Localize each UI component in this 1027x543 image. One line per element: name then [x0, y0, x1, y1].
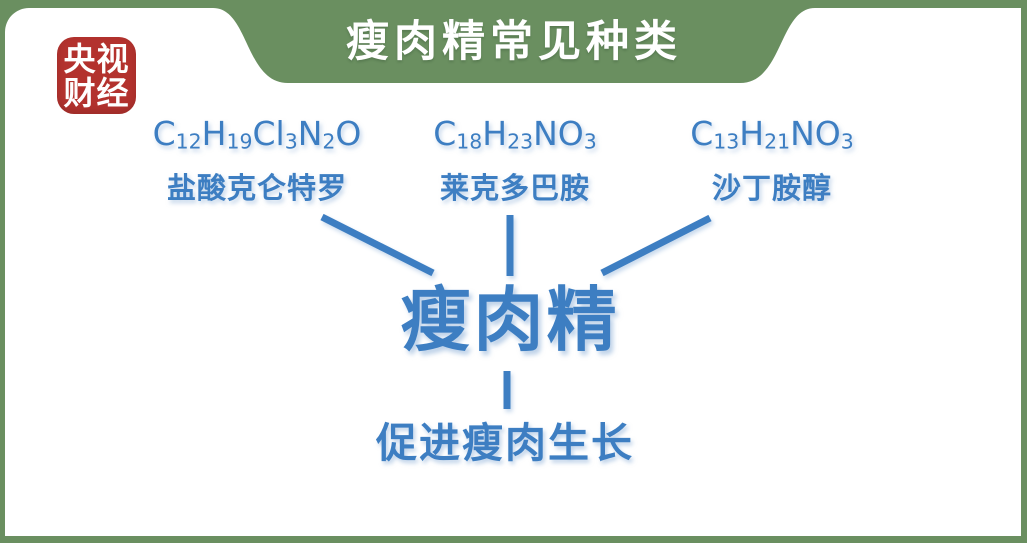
- chemical-name-2: 莱克多巴胺: [439, 171, 590, 205]
- logo-text-row1: 央视: [63, 39, 130, 78]
- type-block-ractopamine: C18H23NO3 莱克多巴胺: [385, 112, 645, 207]
- chemical-name-3: 沙丁胺醇: [711, 171, 832, 205]
- type-block-salbutamol: C13H21NO3 沙丁胺醇: [642, 112, 902, 207]
- banner-tab-path: [203, 0, 825, 83]
- header-banner-shape: [203, 0, 825, 83]
- chemical-formula-2: C18H23NO3: [433, 114, 597, 154]
- type-block-clenbuterol: C12H19Cl3N2O 盐酸克仑特罗: [127, 112, 387, 207]
- chemical-formula-3: C13H21NO3: [690, 114, 854, 154]
- effect-text: 促进瘦肉生长: [376, 419, 634, 467]
- center-term: 瘦肉精: [400, 279, 620, 361]
- cctv-finance-logo: 央视 财经: [57, 37, 136, 114]
- chemical-name-1: 盐酸克仑特罗: [166, 171, 347, 205]
- page-title: 瘦肉精常见种类: [346, 17, 682, 67]
- chemical-formula-1: C12H19Cl3N2O: [152, 114, 362, 154]
- logo-text-row2: 财经: [63, 73, 130, 112]
